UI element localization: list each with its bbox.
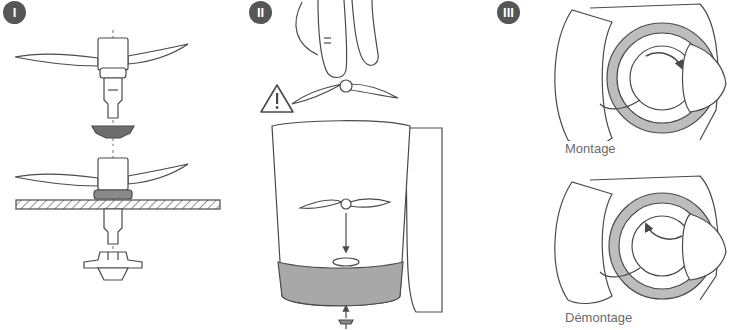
drawing-part — [16, 200, 220, 209]
drawing-part — [292, 84, 342, 104]
warning-triangle — [261, 85, 293, 112]
drawing-part — [646, 224, 682, 239]
drawing-part — [345, 324, 346, 329]
drawing-part — [341, 199, 351, 209]
drawing-part — [104, 209, 122, 244]
drawing-part — [683, 214, 727, 280]
step-number: I — [13, 6, 17, 19]
drawing-part — [555, 182, 612, 303]
drawing-part — [276, 93, 278, 104]
blade-mounted — [15, 150, 220, 282]
drawing-part — [296, 2, 318, 55]
step-number: II — [257, 6, 264, 19]
drawing-part — [345, 306, 346, 318]
step-label: Démontage — [563, 310, 634, 326]
hand-holding-blade — [292, 0, 398, 104]
drawing-part — [318, 0, 347, 78]
drawing-part — [324, 42, 331, 43]
drawing-part — [600, 100, 640, 109]
blade-assembly — [15, 30, 188, 146]
drawing-part — [117, 252, 118, 260]
drawing-part — [345, 213, 346, 252]
drawing-part — [555, 10, 612, 147]
drawing-part — [300, 200, 342, 209]
drawing-part — [98, 38, 128, 70]
drawing-part — [324, 37, 331, 38]
step-label: Montage — [563, 141, 618, 157]
step-number: III — [503, 6, 514, 19]
drawing-part — [98, 268, 128, 280]
drawing-part — [261, 85, 293, 112]
drawing-part — [272, 121, 410, 306]
drawing-part — [15, 174, 98, 186]
drawing-part — [333, 258, 359, 266]
drawing-part — [350, 84, 398, 98]
drawing-part — [128, 164, 188, 184]
drawing-part — [350, 199, 390, 207]
step-badge: I — [3, 1, 26, 24]
drawing-part — [94, 190, 132, 199]
drawing-part — [98, 158, 128, 190]
lid-demontage — [555, 176, 726, 303]
drawing-part — [683, 44, 727, 112]
lid-montage — [555, 4, 726, 147]
drawing-part — [278, 262, 403, 306]
drawing-part — [100, 68, 126, 78]
drawing-part — [108, 89, 118, 90]
step-badge: II — [249, 1, 272, 24]
step-badge: III — [497, 1, 520, 24]
drawing-part — [646, 53, 682, 68]
drawing-part — [92, 126, 134, 138]
bowl — [272, 121, 442, 329]
drawing-part — [128, 44, 188, 64]
drawing-part — [352, 0, 378, 65]
drawing-part — [404, 128, 442, 312]
drawing-part — [107, 252, 108, 260]
drawing-part — [339, 320, 353, 324]
drawing-part — [15, 54, 98, 66]
drawing-part — [340, 80, 352, 92]
drawing-part — [600, 268, 640, 277]
drawing-part — [84, 252, 142, 268]
drawing-part — [104, 78, 122, 118]
drawing-part — [276, 106, 279, 109]
